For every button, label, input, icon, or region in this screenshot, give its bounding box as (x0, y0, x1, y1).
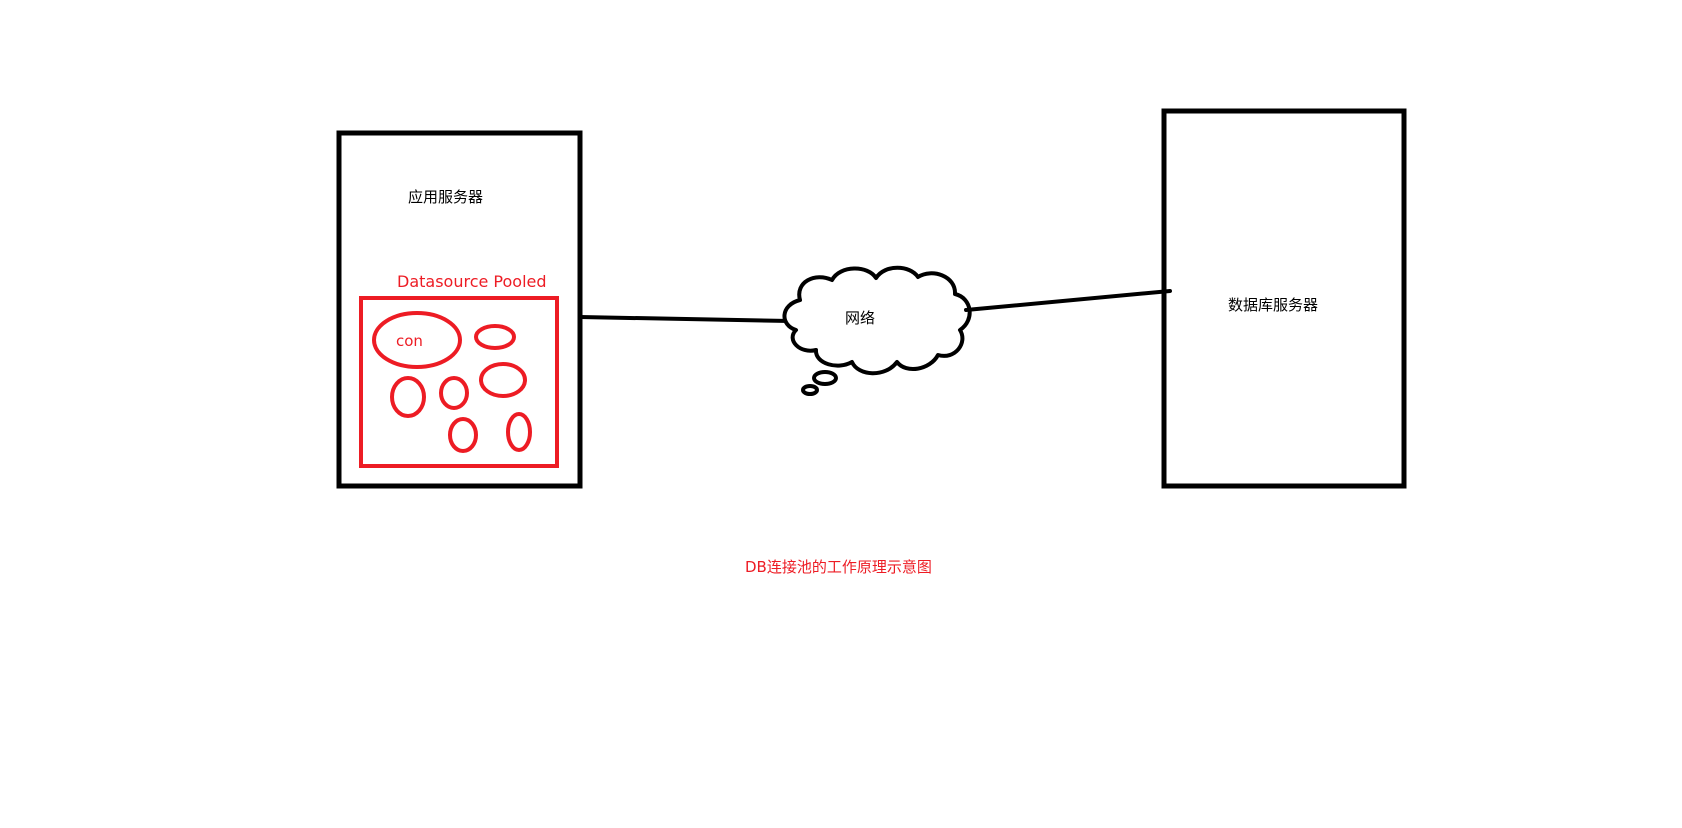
db-server-box (1161, 108, 1407, 489)
app-server-label: 应用服务器 (408, 188, 483, 206)
connection-ellipse (479, 362, 527, 398)
connection-pool-box (359, 296, 559, 468)
db-server-label: 数据库服务器 (1228, 296, 1318, 314)
connection-ellipse (506, 412, 532, 452)
connection-ellipse (390, 376, 426, 418)
connection-label: con (396, 332, 423, 350)
connection-ellipse (439, 376, 469, 410)
cloud-icon (782, 265, 972, 396)
diagram-caption: DB连接池的工作原理示意图 (745, 558, 932, 576)
connections-group (372, 311, 532, 453)
pool-label: Datasource Pooled (397, 272, 547, 291)
connection-ellipse (448, 417, 478, 453)
connection-ellipse (474, 324, 516, 350)
app-server-box (336, 130, 583, 489)
network-label: 网络 (845, 309, 875, 327)
link-app-to-network (578, 315, 792, 323)
connection-ellipse-main (372, 311, 462, 369)
link-network-to-db (964, 289, 1172, 312)
